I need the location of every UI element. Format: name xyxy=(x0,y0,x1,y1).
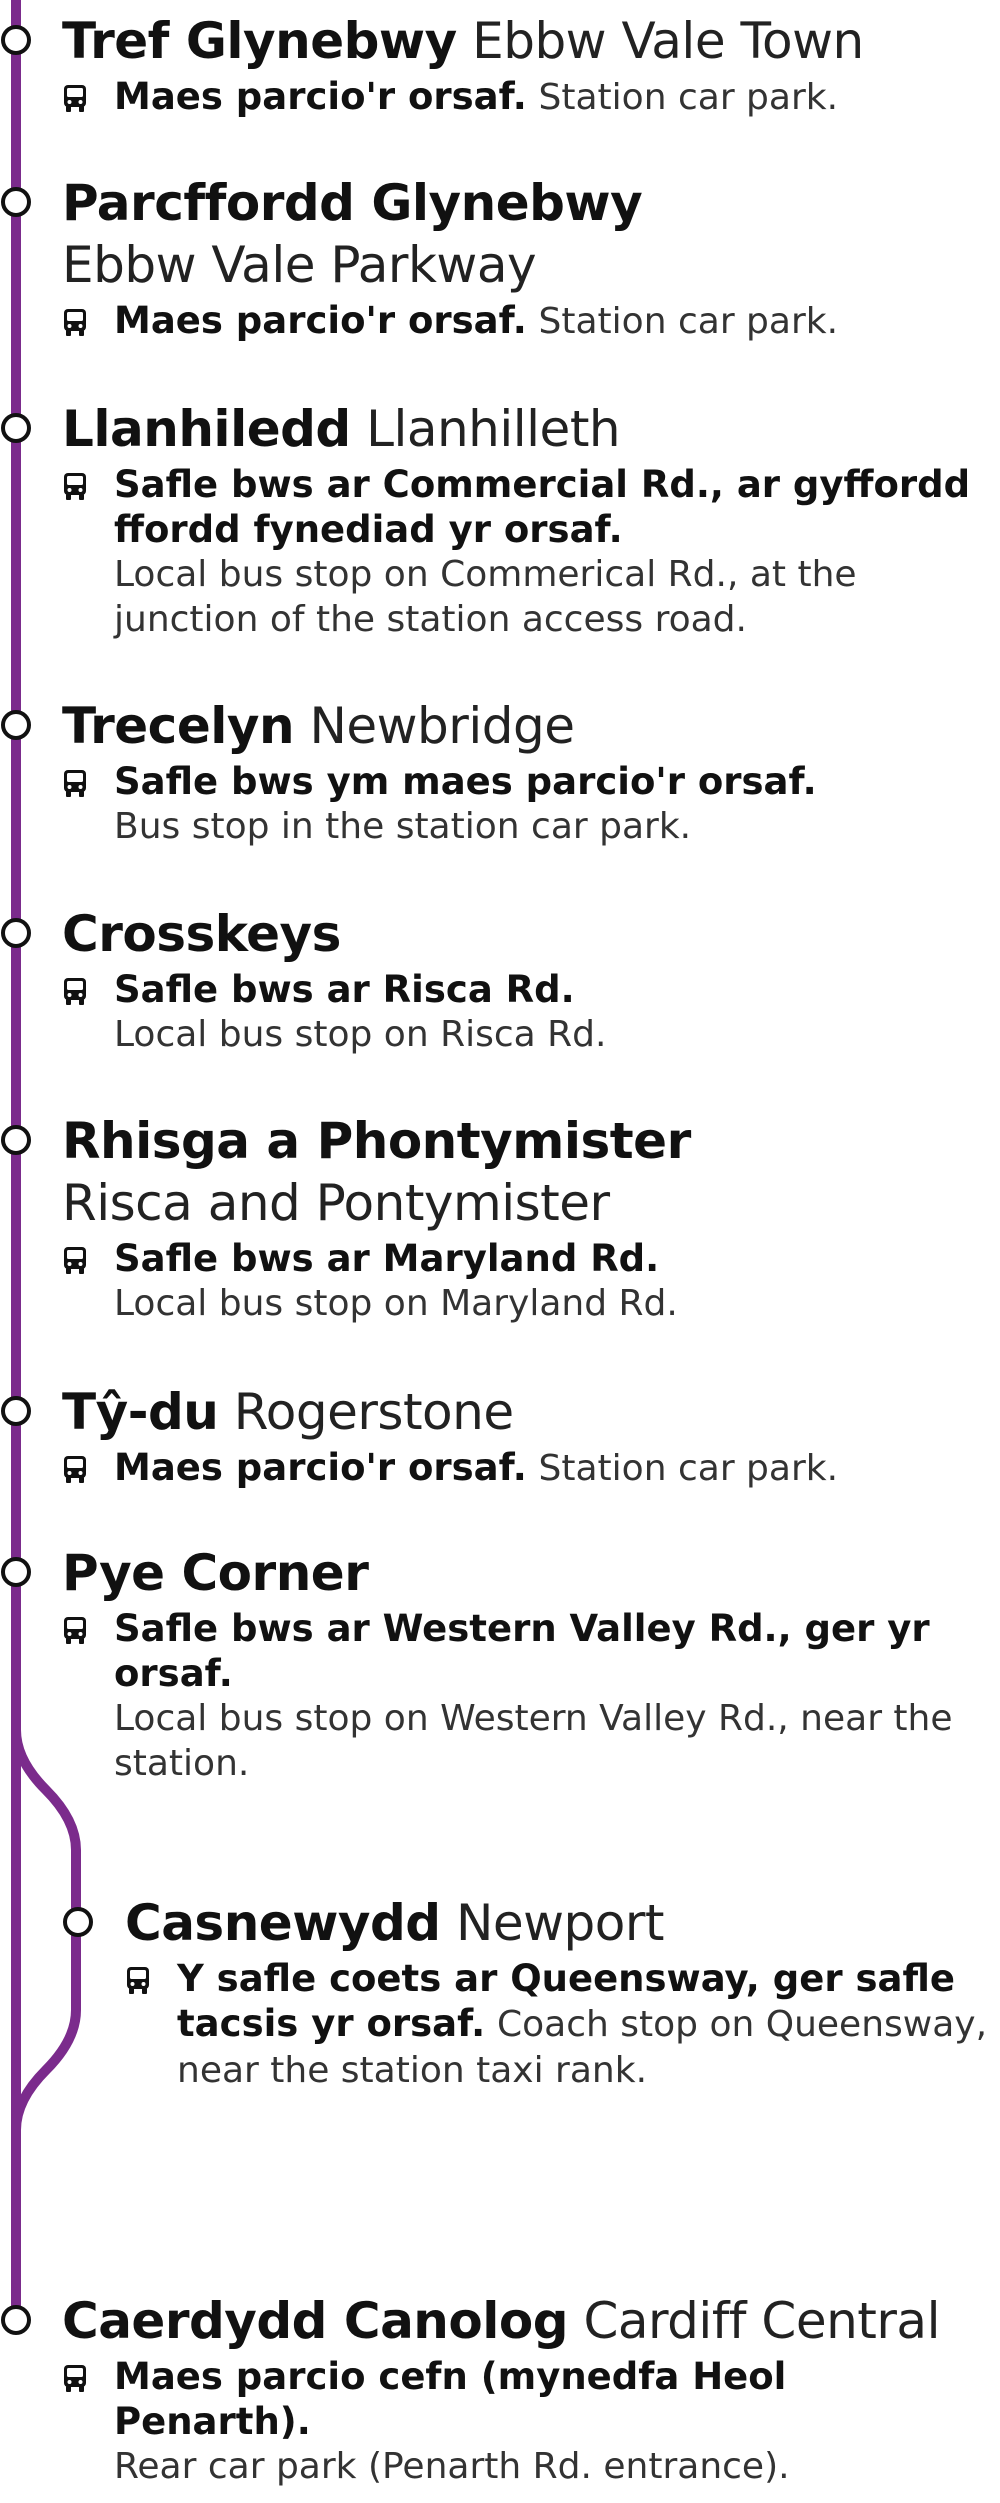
bus-info: Safle bws ar Western Valley Rd., ger yr … xyxy=(62,1606,992,1786)
bus-info-english: Station car park. xyxy=(538,301,839,342)
station-stop-marker xyxy=(63,1907,93,1937)
station-name-welsh: Rhisga a Phontymister xyxy=(62,1112,691,1170)
bus-info: Safle bws ym maes parcio'r orsaf. Bus st… xyxy=(62,759,992,849)
bus-info-welsh: Safle bws ar Risca Rd. xyxy=(114,968,575,1011)
bus-info-welsh: Safle bws ar Western Valley Rd., ger yr … xyxy=(114,1607,930,1695)
station-name: Pye Corner xyxy=(62,1542,992,1604)
station-name-welsh: Tref Glynebwy xyxy=(62,12,457,70)
bus-info-welsh: Safle bws ar Commercial Rd., ar gyffordd… xyxy=(114,463,971,551)
bus-info-welsh: Safle bws ar Maryland Rd. xyxy=(114,1237,660,1280)
station-newbridge: Trecelyn Newbridge Safle bws ym maes par… xyxy=(62,695,992,849)
bus-info-english: Station car park. xyxy=(538,77,839,118)
station-name-english: Ebbw Vale Parkway xyxy=(62,236,537,294)
station-name-welsh: Tŷ-du xyxy=(62,1383,219,1441)
bus-info: Safle bws ar Risca Rd. Local bus stop on… xyxy=(62,967,992,1057)
bus-info-welsh: Maes parcio'r orsaf. xyxy=(114,299,527,342)
bus-info: Safle bws ar Maryland Rd. Local bus stop… xyxy=(62,1236,992,1326)
bus-info: Y safle coets ar Queensway, ger safle ta… xyxy=(125,1956,995,2093)
station-rogerstone: Tŷ-du Rogerstone Maes parcio'r orsaf. St… xyxy=(62,1381,992,1491)
station-name-welsh: Trecelyn xyxy=(62,697,295,755)
station-name: Llanhiledd Llanhilleth xyxy=(62,398,992,460)
station-name-welsh: Parcffordd Glynebwy xyxy=(62,174,643,232)
bus-icon xyxy=(64,1617,86,1644)
bus-info: Maes parcio'r orsaf. Station car park. xyxy=(62,74,992,120)
bus-info: Safle bws ar Commercial Rd., ar gyffordd… xyxy=(62,462,992,642)
station-stop-marker xyxy=(1,1557,31,1587)
bus-info-english: Station car park. xyxy=(538,1448,839,1489)
station-stop-marker xyxy=(1,187,31,217)
station-stop-marker xyxy=(1,918,31,948)
station-name-welsh: Crosskeys xyxy=(62,905,341,963)
station-newport: Casnewydd Newport Y safle coets ar Queen… xyxy=(125,1892,995,2093)
station-name-welsh: Pye Corner xyxy=(62,1544,369,1602)
bus-icon xyxy=(64,1247,86,1274)
station-llanhilleth: Llanhiledd Llanhilleth Safle bws ar Comm… xyxy=(62,398,992,642)
bus-info-english: Local bus stop on Commerical Rd., at the… xyxy=(114,554,857,640)
bus-info-english: Local bus stop on Risca Rd. xyxy=(114,1014,607,1055)
bus-info-welsh: Maes parcio'r orsaf. xyxy=(114,75,527,118)
station-name: Crosskeys xyxy=(62,903,992,965)
station-stop-marker xyxy=(1,1396,31,1426)
station-stop-marker xyxy=(1,710,31,740)
station-name-welsh: Casnewydd xyxy=(125,1894,441,1952)
station-ebbw-vale-town: Tref Glynebwy Ebbw Vale Town Maes parcio… xyxy=(62,10,992,120)
station-name: Tref Glynebwy Ebbw Vale Town xyxy=(62,10,992,72)
station-name-english: Ebbw Vale Town xyxy=(472,12,864,70)
bus-info-english: Rear car park (Penarth Rd. entrance). xyxy=(114,2446,790,2487)
bus-info: Maes parcio'r orsaf. Station car park. xyxy=(62,1445,992,1491)
station-name-english: Risca and Pontymister xyxy=(62,1174,610,1232)
bus-info-english: Coach stop on Queensway, near the statio… xyxy=(177,2004,988,2091)
bus-icon xyxy=(64,978,86,1005)
station-crosskeys: Crosskeys Safle bws ar Risca Rd. Local b… xyxy=(62,903,992,1057)
station-name-english: Newbridge xyxy=(309,697,575,755)
station-stop-marker xyxy=(1,413,31,443)
station-stop-marker xyxy=(1,25,31,55)
station-name: Trecelyn Newbridge xyxy=(62,695,992,757)
station-name: Caerdydd Canolog Cardiff Central xyxy=(62,2290,992,2352)
station-name-welsh: Llanhiledd xyxy=(62,400,351,458)
bus-info-welsh: Maes parcio'r orsaf. xyxy=(114,1446,527,1489)
bus-info-welsh: Safle bws ym maes parcio'r orsaf. xyxy=(114,760,817,803)
station-name-english: Rogerstone xyxy=(233,1383,514,1441)
bus-icon xyxy=(64,770,86,797)
bus-icon xyxy=(64,1456,86,1483)
station-name: Casnewydd Newport xyxy=(125,1892,995,1954)
station-name-english: Newport xyxy=(455,1894,665,1952)
station-stop-marker xyxy=(1,1125,31,1155)
station-cardiff-central: Caerdydd Canolog Cardiff Central Maes pa… xyxy=(62,2290,992,2489)
bus-icon xyxy=(64,473,86,500)
bus-info: Maes parcio'r orsaf. Station car park. xyxy=(62,298,992,344)
station-name-english: Llanhilleth xyxy=(366,400,621,458)
station-pye-corner: Pye Corner Safle bws ar Western Valley R… xyxy=(62,1542,992,1786)
bus-info-english: Local bus stop on Maryland Rd. xyxy=(114,1283,678,1324)
bus-info-english: Bus stop in the station car park. xyxy=(114,806,692,847)
station-name-welsh: Caerdydd Canolog xyxy=(62,2292,569,2350)
bus-icon xyxy=(127,1967,149,1994)
station-name: Tŷ-du Rogerstone xyxy=(62,1381,992,1443)
bus-info-welsh: Y safle coets ar Queensway, ger safle ta… xyxy=(177,1957,955,2045)
bus-info-english: Local bus stop on Western Valley Rd., ne… xyxy=(114,1698,953,1784)
station-stop-marker xyxy=(1,2305,31,2335)
bus-info-welsh: Maes parcio cefn (mynedfa Heol Penarth). xyxy=(114,2355,787,2443)
bus-info: Maes parcio cefn (mynedfa Heol Penarth).… xyxy=(62,2354,992,2489)
station-name-english: Cardiff Central xyxy=(583,2292,940,2350)
bus-icon xyxy=(64,2365,86,2392)
bus-icon xyxy=(64,309,86,336)
bus-icon xyxy=(64,85,86,112)
